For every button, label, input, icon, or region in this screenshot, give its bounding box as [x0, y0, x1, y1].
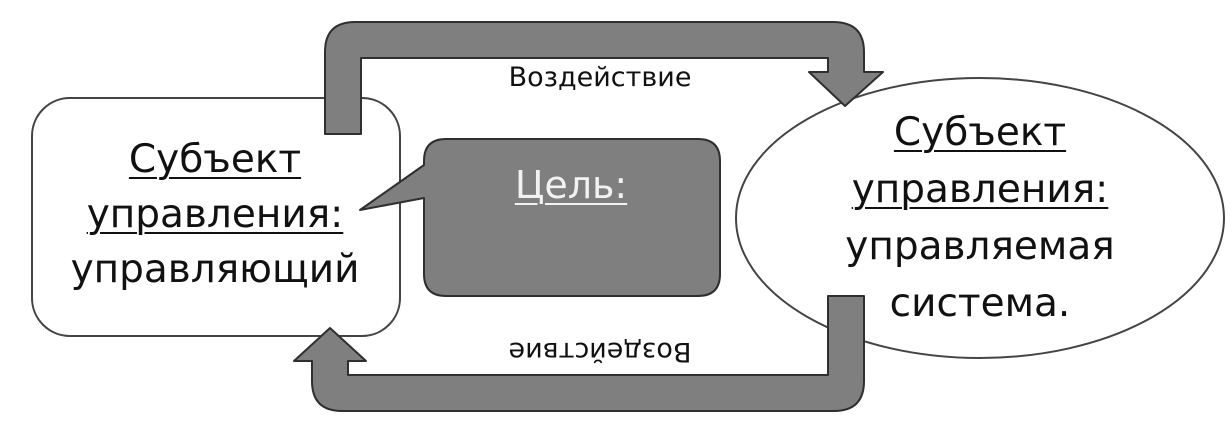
- right-node-text: Субъект управления: управляемая система.: [735, 104, 1225, 332]
- left-node-text: Субъект управления: управляющий: [30, 132, 400, 297]
- right-node-title-line1: Субъект: [893, 110, 1067, 155]
- left-node-title-line2: управления:: [86, 192, 344, 237]
- top-arrow: [324, 21, 884, 135]
- right-node-ellipse: [735, 77, 1225, 359]
- bottom-arrow: [293, 295, 865, 412]
- goal-callout: [359, 138, 721, 297]
- bottom-arrow-label: Воздействие: [508, 336, 692, 367]
- left-node-box: [31, 97, 401, 337]
- right-node-role-line1: управляемая: [845, 224, 1115, 269]
- left-node-title-line1: Субъект: [128, 137, 302, 182]
- top-arrow-label: Воздействие: [508, 62, 692, 93]
- goal-label: Цель:: [514, 163, 628, 207]
- left-node-role: управляющий: [70, 247, 360, 292]
- right-node-role-line2: система.: [889, 281, 1071, 326]
- right-node-title-line2: управления:: [851, 167, 1109, 212]
